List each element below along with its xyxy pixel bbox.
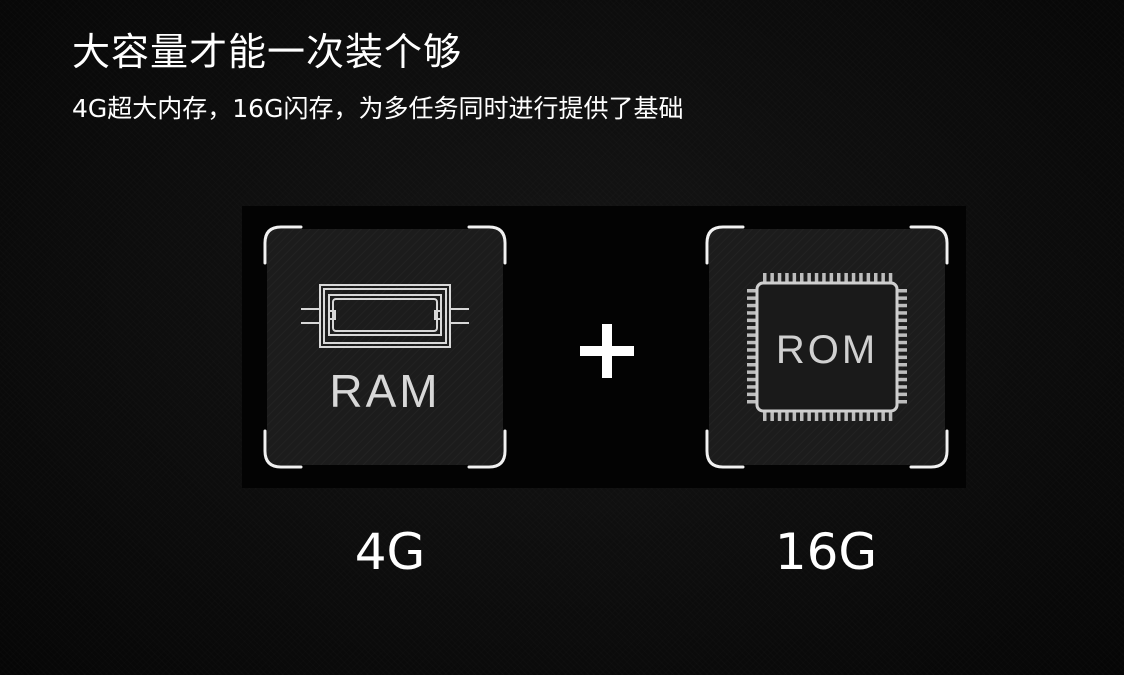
rom-tile: ROM (705, 225, 949, 469)
rom-chip-pins (747, 273, 907, 421)
plus-icon (578, 322, 636, 380)
ram-chip-label: RAM (329, 365, 440, 417)
rom-chip-icon: ROM (705, 225, 949, 469)
ram-capacity: 4G (354, 523, 426, 581)
corner-brackets (263, 225, 507, 469)
ram-module-graphic (301, 284, 469, 348)
page-title: 大容量才能一次装个够 (72, 30, 463, 74)
rom-chip-label: ROM (776, 328, 878, 372)
rom-capacity: 16G (774, 523, 878, 581)
rom-chip-body (755, 281, 899, 413)
page-subtitle: 4G超大内存，16G闪存，为多任务同时进行提供了基础 (72, 94, 684, 123)
ram-chip-icon: RAM (263, 225, 507, 469)
ram-tile: RAM (263, 225, 507, 469)
corner-brackets (705, 225, 949, 469)
